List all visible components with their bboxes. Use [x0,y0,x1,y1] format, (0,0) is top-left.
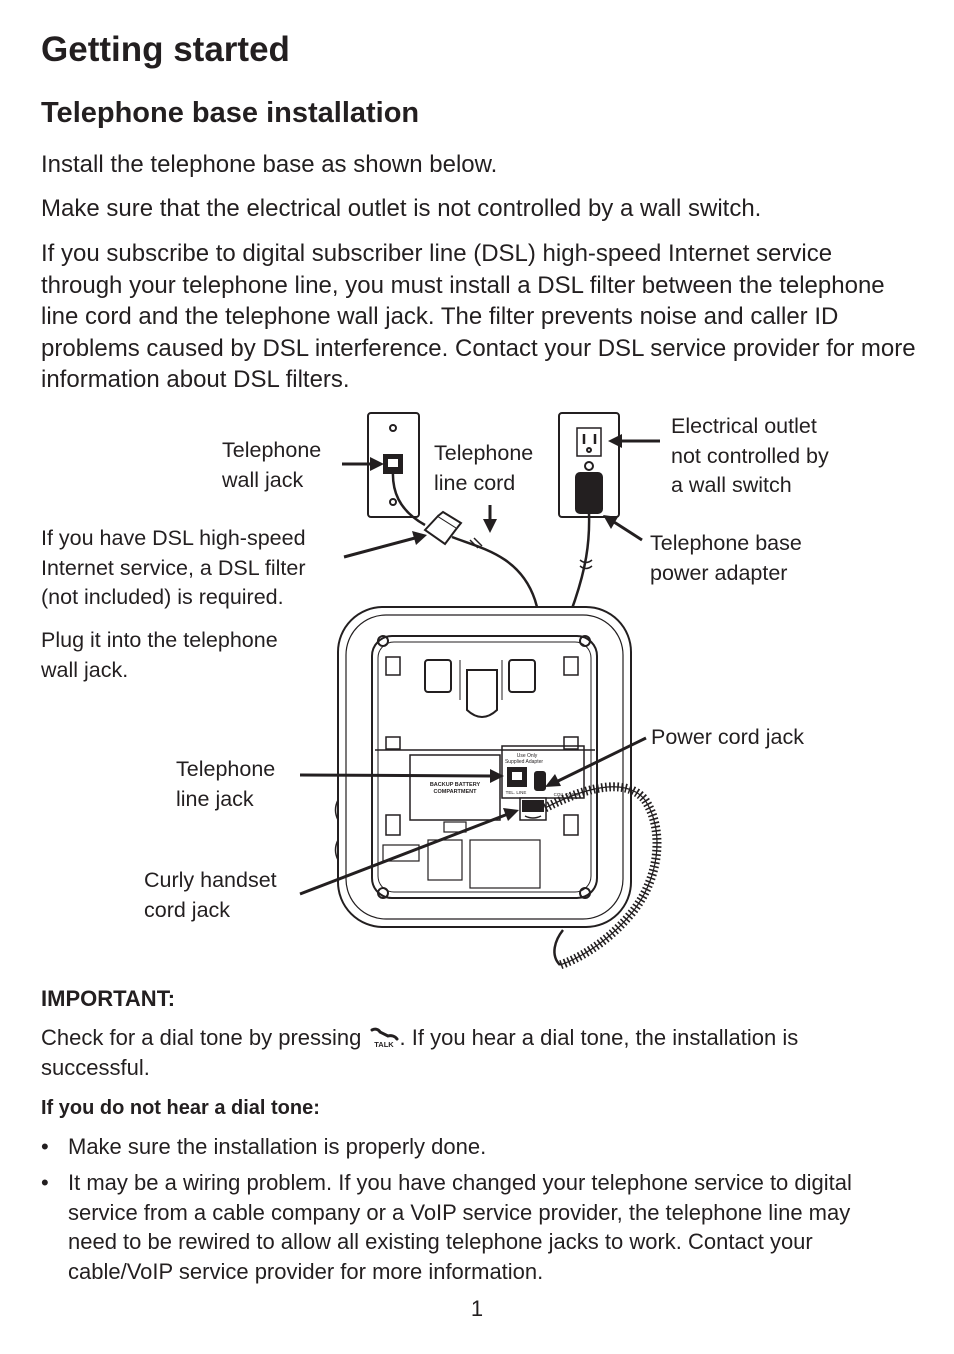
curly-handset-cord [542,782,662,970]
dial-tone-check: Check for a dial tone by pressing TALK .… [41,1023,901,1083]
label-outlet-line3: a wall switch [671,473,792,497]
handset-talk-icon: TALK [370,1027,399,1048]
label-line-cord-line2: line cord [434,470,516,495]
list-item: • Make sure the installation is properly… [41,1132,901,1162]
tel-line-tag: TEL. LINE [506,790,527,795]
bullet-dot: • [41,1170,49,1195]
bullet-dot: • [41,1134,49,1159]
installation-diagram: BACKUP BATTERY COMPARTMENT Use Only Supp… [299,412,662,970]
label-line-jack: Telephone line jack [176,755,275,814]
intro-dsl: If you subscribe to digital subscriber l… [41,240,916,394]
label-wall-jack: Telephone wall jack [222,436,321,495]
no-dial-tone-heading: If you do not hear a dial tone: [41,1097,320,1119]
label-dsl-line2: Internet service, a DSL filter [41,555,306,580]
bullet-text: Make sure the installation is properly d… [68,1134,487,1159]
label-dsl-line3: (not included) is required. [41,585,284,609]
label-outlet-line2: not controlled by [671,443,829,468]
dial-tone-check-before: Check for a dial tone by pressing [41,1025,368,1050]
label-power-adapter: Telephone base power adapter [650,529,802,588]
section-title: Telephone base installation [41,97,420,129]
label-wall-jack-line1: Telephone [222,438,322,462]
page-number: 1 [470,1296,484,1321]
telephone-base [334,606,632,928]
battery-label-1: BACKUP BATTERY [430,782,481,788]
intro-install: Install the telephone base as shown belo… [41,151,498,178]
label-line-jack-line2: line jack [176,786,254,811]
bullet-text: It may be a wiring problem. If you have … [68,1170,852,1284]
label-dsl-line1: If you have DSL high-speed [41,526,306,550]
label-plug-wall-jack: Plug it into the telephone wall jack. [41,626,278,685]
wall-jack-plate [367,412,420,518]
dial-tone-check-after: . If you hear a dial tone, the installat… [41,1025,799,1080]
power-adapter [575,472,603,514]
talk-icon-label: TALK [374,1040,394,1048]
dsl-filter [423,510,463,546]
label-electrical-outlet: Electrical outlet not controlled by a wa… [671,412,829,501]
label-line-jack-line1: Telephone [176,757,276,781]
label-curly-cord-jack: Curly handset cord jack [144,866,277,925]
page-title: Getting started [41,30,290,69]
label-line-cord-line1: Telephone [434,441,534,465]
label-curly-line1: Curly handset [144,868,277,892]
label-dsl-filter: If you have DSL high-speed Internet serv… [41,524,306,613]
callout-arrows [299,434,660,896]
use-only-label-1: Use Only [517,753,538,759]
label-curly-line2: cord jack [144,897,231,922]
use-only-label-2: Supplied Adapter [505,759,543,765]
label-wall-jack-line2: wall jack [222,467,304,492]
list-item: • It may be a wiring problem. If you hav… [41,1168,901,1286]
label-plug-line2: wall jack. [41,657,129,682]
intro-outlet: Make sure that the electrical outlet is … [41,195,762,222]
label-outlet-line1: Electrical outlet [671,414,817,438]
label-power-cord-jack: Power cord jack [651,725,804,749]
label-plug-line1: Plug it into the telephone [41,628,278,652]
label-adapter-line2: power adapter [650,560,788,585]
battery-label-2: COMPARTMENT [434,789,478,795]
label-line-cord: Telephone line cord [434,439,533,498]
important-heading: IMPORTANT: [41,986,176,1011]
label-adapter-line1: Telephone base [650,531,802,555]
